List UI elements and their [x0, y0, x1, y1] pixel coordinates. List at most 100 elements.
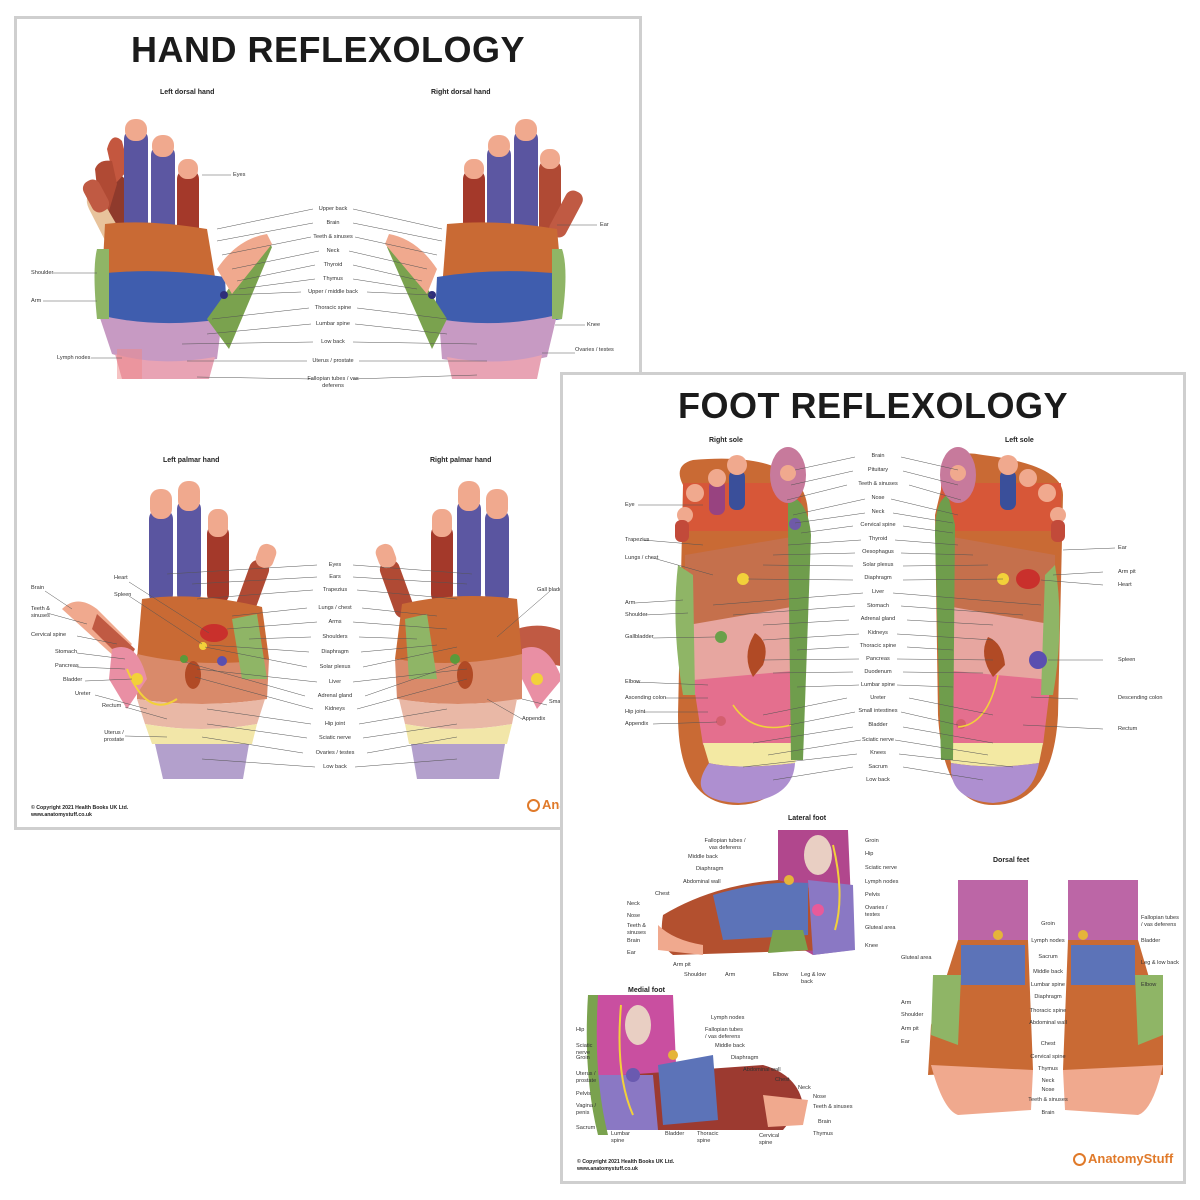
hand-copyright: © Copyright 2021 Health Books UK Ltd. ww…	[31, 805, 128, 818]
left-sole-title: Left sole	[1005, 437, 1034, 444]
hand-reflexology-poster: HAND REFLEXOLOGY	[14, 16, 642, 830]
label-ovaries-testes-dorsal: Ovaries / testes	[575, 347, 614, 353]
label-shoulder: Shoulder	[684, 972, 707, 978]
label-lumbar-spine: Lumbar spine	[861, 682, 895, 688]
label-middle-back: Middle back	[715, 1043, 745, 1049]
label-bladder: Bladder	[1141, 938, 1161, 944]
foot-reflexology-poster: FOOT REFLEXOLOGY	[560, 372, 1186, 1184]
label-small-intestines: Small intestines	[858, 708, 898, 714]
label-shoulder: Shoulder	[625, 612, 648, 618]
label-abdominal-wall: Abdominal wall	[1029, 1020, 1067, 1026]
label-diaphragm: Diaphragm	[1034, 994, 1062, 1000]
label-pelvis: Pelvis	[865, 892, 880, 898]
palmar-leader-lines	[44, 564, 551, 768]
label-palm-diaphragm: Diaphragm	[321, 649, 349, 655]
label-duodenum: Duodenum	[864, 669, 892, 675]
label-thoracic-spine: Thoracic spine	[1029, 1008, 1067, 1014]
label-arm: Arm	[625, 600, 636, 606]
label-heart: Heart	[1118, 582, 1132, 588]
label-pancreas: Pancreas	[866, 656, 890, 662]
foot-copyright-text: © Copyright 2021 Health Books UK Ltd.	[577, 1159, 675, 1165]
label-eyes-dorsal: Eyes	[233, 172, 246, 178]
label-vagina-penis: Vagina / penis	[576, 1103, 597, 1116]
left-sole-figure	[935, 447, 1066, 805]
label-shoulder: Shoulder	[901, 1012, 924, 1018]
foot-brand-logo: AnatomyStuff	[1073, 1151, 1173, 1166]
label-bladder: Bladder	[665, 1131, 685, 1137]
label-thymus: Thymus	[813, 1131, 833, 1137]
label-diaphragm: Diaphragm	[731, 1055, 759, 1061]
label-palm-uterus: Uterus / prostate	[103, 730, 125, 743]
label-palm-appendix: Appendix	[522, 716, 546, 722]
label-arm-pit: Arm pit	[673, 962, 691, 968]
hand-poster-title: HAND REFLEXOLOGY	[130, 29, 525, 70]
label-groin: Groin	[576, 1055, 590, 1061]
label-lymph-nodes: Lymph nodes	[57, 355, 91, 361]
label-palm-shoulders: Shoulders	[322, 634, 348, 640]
hand-copyright-text: © Copyright 2021 Health Books UK Ltd.	[31, 805, 129, 811]
label-ureter: Ureter	[870, 695, 886, 701]
medial-foot-figure	[586, 995, 808, 1135]
label-arm-pit: Arm pit	[1118, 569, 1136, 575]
label-hip-joint: Hip joint	[625, 709, 646, 715]
label-low-back: Low back	[321, 339, 345, 345]
anatomystuff-logo-icon	[1073, 1153, 1086, 1166]
label-palm-arms: Arms	[328, 619, 342, 625]
label-palm-lungs-chest: Lungs / chest	[318, 605, 352, 611]
label-oesophagus: Oesophagus	[862, 549, 894, 555]
label-chest: Chest	[1040, 1041, 1056, 1047]
label-neck: Neck	[326, 248, 340, 254]
label-thoracic-spine: Thoracic spine	[859, 643, 897, 649]
label-teeth-sinuses: Teeth & sinuses	[313, 234, 353, 240]
label-uterus-prostate: Uterus / prostate	[312, 358, 354, 364]
label-nose: Nose	[1041, 1087, 1055, 1093]
hand-url-text: www.anatomystuff.co.uk	[31, 811, 92, 818]
anatomy-logo-icon	[527, 799, 540, 812]
label-abdominal-wall: Abdominal wall	[683, 879, 721, 885]
label-palm-solar-plexus: Solar plexus	[319, 664, 351, 670]
medial-foot-title: Medial foot	[628, 987, 665, 994]
dorsal-feet-figure	[928, 880, 1163, 1115]
label-neck: Neck	[798, 1085, 811, 1091]
label-palm-adrenal: Adrenal gland	[317, 693, 353, 699]
label-brain: Brain	[1041, 1110, 1055, 1116]
dorsal-leader-lines	[43, 174, 597, 380]
label-upper-back: Upper back	[318, 206, 348, 212]
foot-copyright: © Copyright 2021 Health Books UK Ltd. ww…	[577, 1159, 674, 1172]
label-lumbar-spine: Lumbar spine	[1031, 982, 1065, 988]
label-palm-kidneys: Kidneys	[325, 706, 345, 712]
label-palm-cervical: Cervical spine	[31, 632, 67, 638]
label-palm-ovaries: Ovaries / testes	[315, 750, 355, 756]
label-brain: Brain	[627, 938, 641, 944]
left-dorsal-hand-title: Left dorsal hand	[160, 89, 215, 96]
label-palm-eyes: Eyes	[328, 562, 342, 568]
label-fallopian-tubes: Fallopian tubes / vas deferens	[307, 376, 359, 389]
foot-brand-text: AnatomyStuff	[1088, 1151, 1174, 1166]
label-pituitary: Pituitary	[867, 467, 889, 473]
label-gallbladder: Gallbladder	[625, 634, 654, 640]
label-nose: Nose	[627, 913, 641, 919]
label-palm-stomach: Stomach	[55, 649, 78, 655]
label-lumbar-spine: Lumbar spine	[611, 1131, 630, 1144]
label-liver: Liver	[871, 589, 885, 595]
label-knee: Knee	[865, 943, 879, 949]
label-palm-teeth: Teeth & sinuses	[31, 606, 50, 619]
label-palm-ureter: Ureter	[75, 691, 91, 697]
label-neck: Neck	[871, 509, 885, 515]
label-appendix: Appendix	[625, 721, 649, 727]
right-dorsal-hand-figure	[385, 119, 583, 379]
label-ear: Ear	[1118, 545, 1127, 551]
label-cervical-spine: Cervical spine	[1030, 1054, 1066, 1060]
label-arm: Arm	[901, 1000, 912, 1006]
label-hip: Hip	[865, 851, 874, 857]
label-elbow: Elbow	[1141, 982, 1157, 988]
label-palm-gall-bladder: Gall bladder	[537, 587, 568, 593]
label-kidneys: Kidneys	[868, 630, 888, 636]
label-neck: Neck	[1041, 1078, 1055, 1084]
label-palm-small: Small	[549, 699, 563, 705]
label-ear: Ear	[600, 222, 609, 228]
label-cervical-spine: Cervical spine	[860, 522, 896, 528]
label-palm-trapezius: Trapezius	[322, 587, 348, 593]
label-palm-spleen: Spleen	[114, 592, 132, 598]
label-chest: Chest	[775, 1077, 790, 1083]
